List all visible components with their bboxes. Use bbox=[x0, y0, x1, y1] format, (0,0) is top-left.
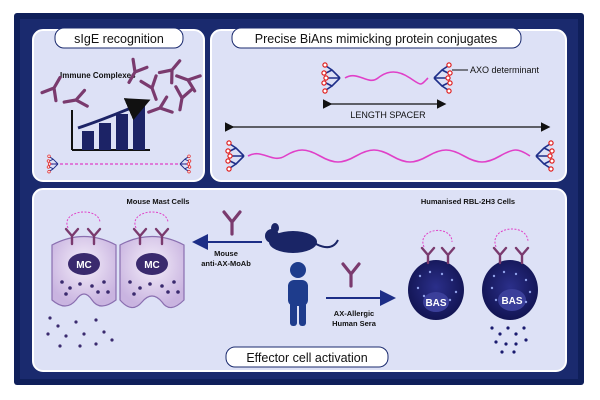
sige-title-pill bbox=[54, 27, 184, 49]
panel-bians: Precise BiAns mimicking protein conjugat… bbox=[210, 27, 567, 182]
immune-complexes-label: Immune Complexes bbox=[60, 71, 136, 80]
mast-cell-right: MC bbox=[119, 211, 185, 309]
mouse-mast-cells-label: Mouse Mast Cells bbox=[127, 197, 190, 206]
axo-determinant-label: AXO determinant bbox=[470, 65, 540, 75]
bas-cell-right: BAS bbox=[482, 228, 538, 354]
mouse-icon bbox=[265, 223, 339, 253]
human-label-line2: Human Sera bbox=[332, 319, 377, 328]
human-label-line1: AX-Allergic bbox=[334, 309, 374, 318]
trend-arrow-icon bbox=[77, 98, 151, 130]
mouse-label-line2: anti-AX-MoAb bbox=[201, 259, 251, 268]
mouse-label-line1: Mouse bbox=[214, 249, 238, 258]
panel-effector: Mouse Mast Cells Humanised RBL-2H3 Cells… bbox=[32, 188, 567, 372]
short-conjugate bbox=[321, 62, 453, 94]
long-conjugate bbox=[225, 140, 555, 172]
length-spacer-label: LENGTH SPACER bbox=[350, 110, 426, 120]
mc-label-right: MC bbox=[144, 260, 160, 271]
granule-release-icon bbox=[46, 316, 114, 348]
mini-conjugate bbox=[46, 154, 192, 174]
humanised-cells-label: Humanised RBL-2H3 Cells bbox=[421, 197, 515, 206]
bas-label-left: BAS bbox=[425, 298, 446, 309]
bas-label-right: BAS bbox=[501, 296, 522, 307]
bas-cell-left: BAS bbox=[408, 229, 464, 320]
mast-cell-left: MC bbox=[46, 211, 117, 348]
bians-title: Precise BiAns mimicking protein conjugat… bbox=[255, 32, 497, 46]
person-icon bbox=[288, 262, 308, 326]
bians-title-pill bbox=[231, 27, 522, 49]
effector-title-pill bbox=[225, 346, 389, 368]
mc-label-left: MC bbox=[76, 260, 92, 271]
panel-sige: sIgE recognition Immune Complexes bbox=[32, 27, 205, 182]
sige-title: sIgE recognition bbox=[74, 32, 164, 46]
effector-title: Effector cell activation bbox=[246, 351, 367, 365]
bas-granule-release-icon bbox=[490, 326, 528, 354]
